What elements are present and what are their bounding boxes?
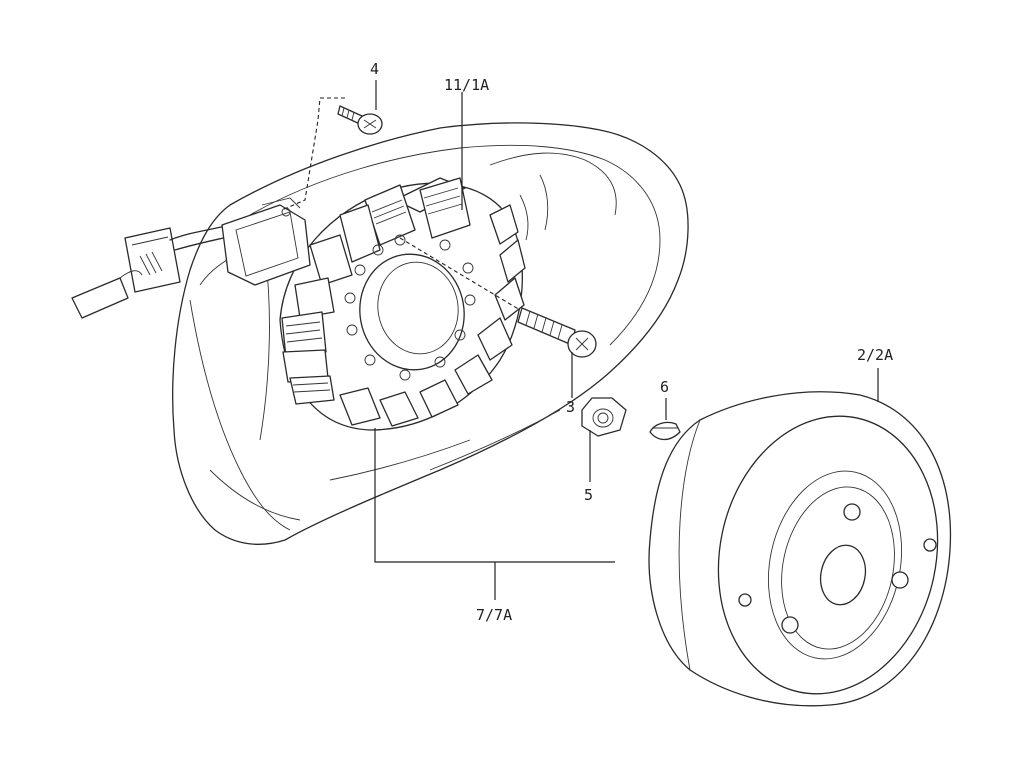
callout-7-7a: 7/7A — [476, 606, 512, 624]
callout-2-2a: 2/2A — [857, 346, 893, 364]
callout-5: 5 — [584, 486, 593, 504]
stator — [279, 177, 526, 431]
screw-4 — [337, 105, 383, 135]
flywheel — [648, 391, 952, 707]
pickup-coil — [221, 197, 311, 286]
crankcase-cover — [172, 122, 689, 545]
wire-connector — [71, 217, 263, 319]
callout-4: 4 — [370, 60, 379, 78]
woodruff-key-6 — [649, 421, 681, 441]
callout-labels: 4 11/1A 3 5 6 2/2A 7/7A — [370, 60, 893, 624]
callout-11-1a: 11/1A — [444, 76, 489, 94]
nut-5 — [581, 397, 627, 437]
leader-lines — [281, 80, 879, 600]
bolt-3 — [517, 307, 597, 358]
callout-3: 3 — [566, 398, 575, 416]
callout-6: 6 — [660, 378, 669, 396]
